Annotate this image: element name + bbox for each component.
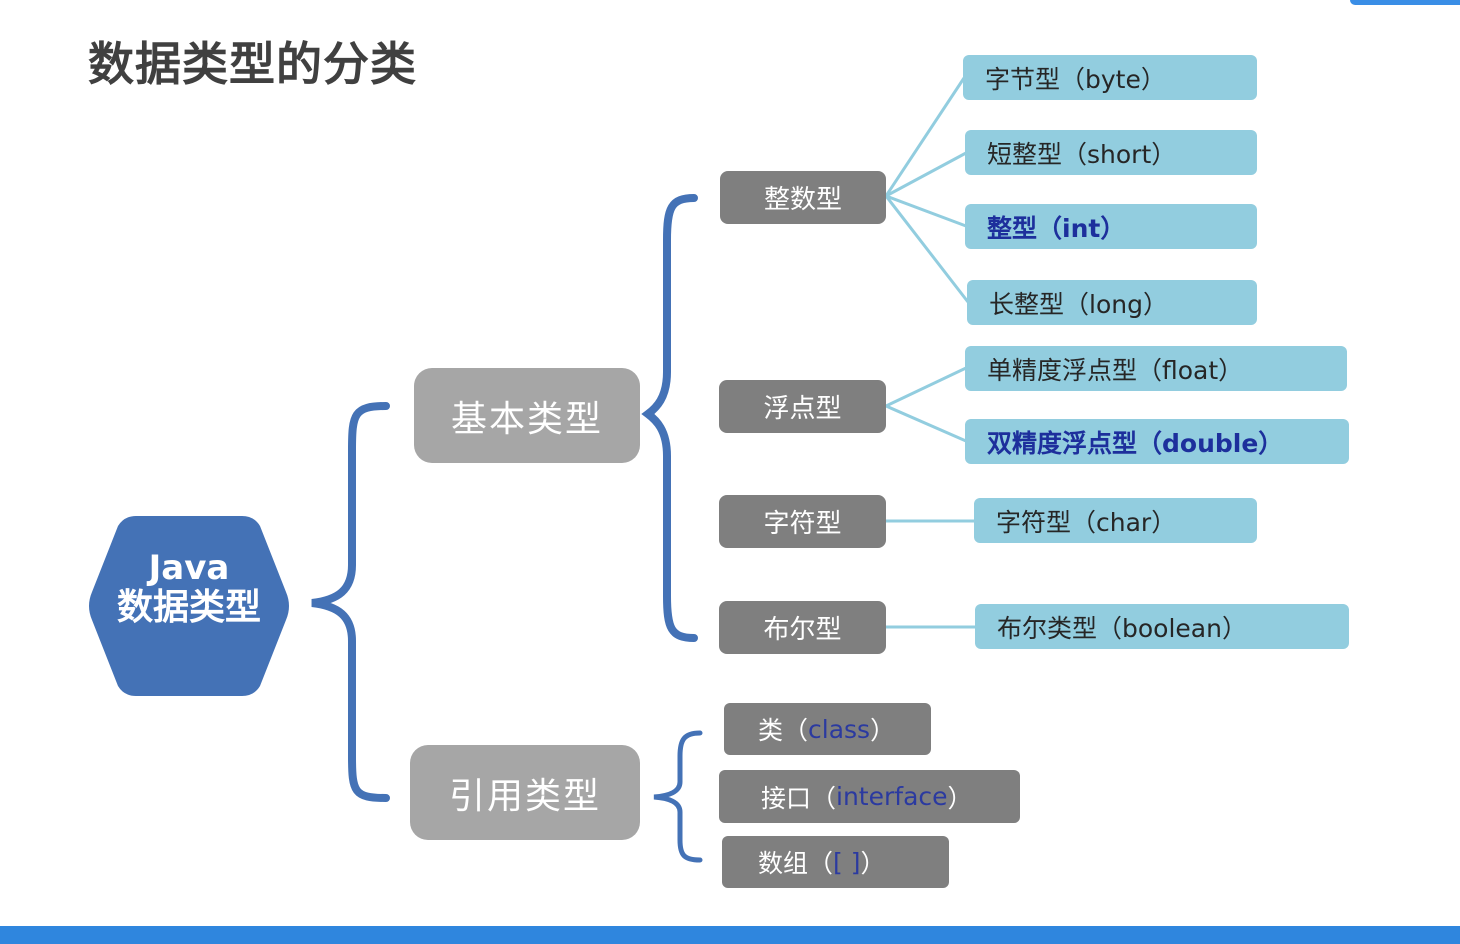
page-title: 数据类型的分类 xyxy=(88,37,417,91)
ref-array-suffix: ） xyxy=(860,849,886,878)
root-brace xyxy=(311,402,390,802)
root-line-1: Java xyxy=(148,548,230,588)
java-root-node: Java 数据类型 xyxy=(86,548,292,628)
leaf-float: 单精度浮点型（float） xyxy=(965,346,1347,391)
ref-class-suffix: ） xyxy=(870,716,896,745)
ref-class-node: 类（class） xyxy=(724,703,931,755)
java-hexagon-shape xyxy=(89,516,289,696)
leaf-char: 字符型（char） xyxy=(974,498,1257,543)
ref-interface-keyword: interface xyxy=(836,782,948,811)
ref-interface-prefix: 接口（ xyxy=(761,783,837,813)
ref-interface-suffix: ） xyxy=(947,783,973,813)
integer-fan-lines xyxy=(884,77,970,303)
primitive-brace xyxy=(641,194,698,642)
ref-class-prefix: 类（ xyxy=(758,716,809,745)
primitive-type-node: 基本类型 xyxy=(414,368,640,463)
leaf-long: 长整型（long） xyxy=(967,280,1257,325)
reference-brace xyxy=(653,730,703,863)
root-line-2: 数据类型 xyxy=(116,587,261,628)
char-group-node: 字符型 xyxy=(719,495,886,548)
top-accent-bar xyxy=(1350,0,1460,5)
ref-array-keyword: [ ] xyxy=(833,847,861,877)
leaf-int: 整型（int） xyxy=(965,204,1257,249)
ref-interface-node: 接口（interface） xyxy=(719,770,1020,823)
ref-class-keyword: class xyxy=(808,714,871,744)
ref-array-node: 数组（ [ ] ） xyxy=(722,836,949,888)
reference-type-node: 引用类型 xyxy=(410,745,640,840)
bottom-bar xyxy=(0,926,1460,944)
float-group-node: 浮点型 xyxy=(719,380,886,433)
integer-group-node: 整数型 xyxy=(720,171,886,224)
leaf-double: 双精度浮点型（double） xyxy=(965,419,1349,464)
leaf-short: 短整型（short） xyxy=(965,130,1257,175)
boolean-group-node: 布尔型 xyxy=(719,601,886,654)
leaf-boolean: 布尔类型（boolean） xyxy=(975,604,1349,649)
float-fan-lines xyxy=(885,366,967,443)
ref-array-prefix: 数组（ xyxy=(758,849,834,878)
leaf-byte: 字节型（byte） xyxy=(963,55,1257,100)
